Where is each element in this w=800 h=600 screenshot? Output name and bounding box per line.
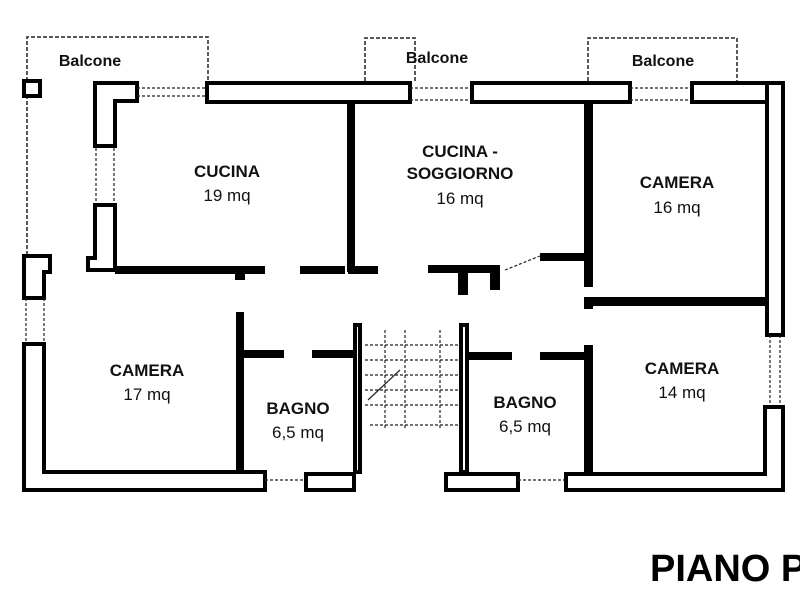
room-area-camera-se: 14 mq: [658, 383, 705, 402]
floor-title: PIANO P: [650, 548, 800, 590]
room-area-bagno-e: 6,5 mq: [499, 417, 551, 436]
room-name-bagno-w: BAGNO: [266, 399, 329, 418]
balcony-label: Balcone: [632, 53, 694, 70]
openings: [25, 87, 781, 481]
staircase: [365, 330, 460, 430]
room-name-cucina-soggiorno-2: SOGGIORNO: [407, 164, 514, 183]
room-name-camera-se: CAMERA: [645, 359, 720, 378]
room-area-cucina: 19 mq: [203, 186, 250, 205]
exterior-walls: [22, 79, 785, 492]
room-name-cucina-soggiorno-1: CUCINA -: [422, 142, 498, 161]
room-name-bagno-e: BAGNO: [493, 393, 556, 412]
room-name-camera-ne: CAMERA: [640, 173, 715, 192]
room-area-camera-ne: 16 mq: [653, 198, 700, 217]
interior-walls: [115, 102, 767, 475]
balcony-label: Balcone: [59, 53, 121, 70]
balcony-outlines: [26, 36, 738, 255]
room-name-cucina: CUCINA: [194, 162, 260, 181]
room-area-cucina-soggiorno: 16 mq: [436, 189, 483, 208]
room-area-bagno-w: 6,5 mq: [272, 423, 324, 442]
room-area-camera-w: 17 mq: [123, 385, 170, 404]
room-name-camera-w: CAMERA: [110, 361, 185, 380]
balcony-label: Balcone: [406, 50, 468, 67]
